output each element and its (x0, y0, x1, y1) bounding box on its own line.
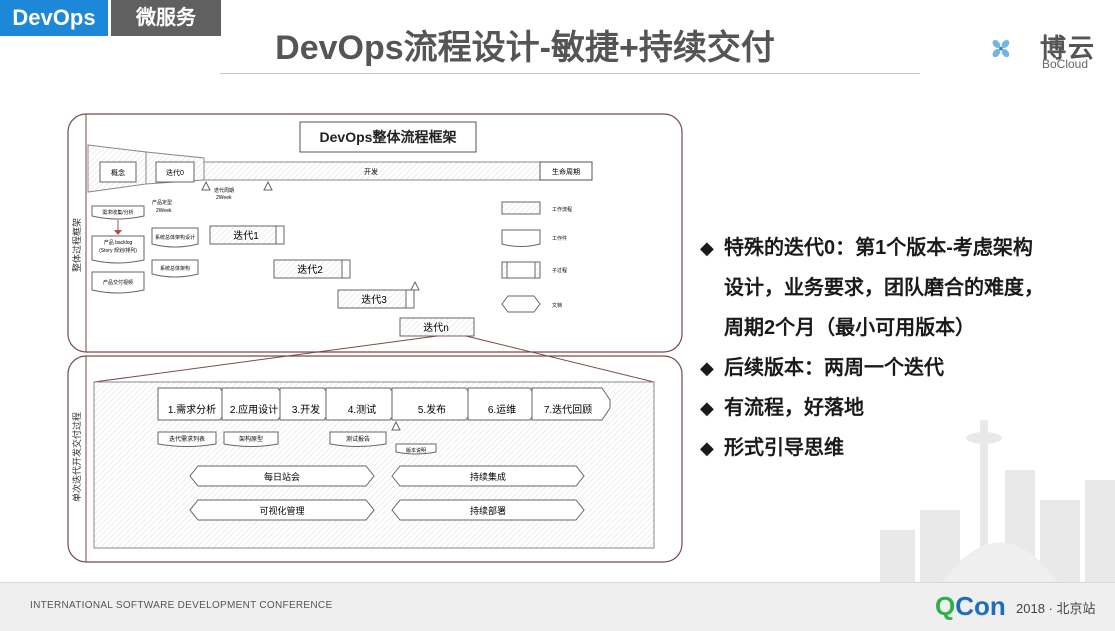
bullet-item: 特殊的迭代0：第1个版本-考虑架构 (700, 228, 1100, 268)
legend-document: 文档 (552, 302, 562, 309)
logo-text-en: BoCloud (1042, 57, 1089, 71)
phase-retrospective: 7.迭代回顾 (544, 404, 592, 416)
practice-daily-standup: 每日站会 (264, 471, 300, 482)
bullet-item: 形式引导思维 (700, 428, 1100, 468)
phase-operations: 6.运维 (488, 403, 516, 416)
funnel-concept: 概念 (111, 168, 125, 177)
bullet-item: 有流程，好落地 (700, 388, 1100, 428)
conference-name: INTERNATIONAL SOFTWARE DEVELOPMENT CONFE… (30, 600, 333, 611)
iteration-3: 迭代3 (361, 294, 387, 306)
doc-test-report: 测试报告 (346, 435, 370, 443)
phase-test: 4.测试 (348, 403, 376, 416)
doc-iteration-req: 迭代需求列表 (169, 435, 205, 443)
footer-band (0, 583, 1115, 631)
practice-cd: 持续部署 (470, 505, 506, 516)
note-shape-time: 2Week (156, 208, 172, 214)
bullet-item: 后续版本：两周一个迭代 (700, 348, 1100, 388)
task-story: (Story 规划/排列) (99, 247, 137, 254)
iteration-1: 迭代1 (233, 230, 259, 242)
practice-visual-mgmt: 可视化管理 (259, 505, 304, 516)
side-label-bottom: 单次迭代开发交付过程 (71, 412, 82, 502)
iteration-n: 迭代n (423, 322, 449, 334)
qcon-logo-q: Q (935, 591, 956, 621)
funnel-lifecycle: 生命周期 (552, 167, 580, 176)
footer-divider (0, 582, 1115, 583)
funnel-dev: 开发 (364, 167, 378, 176)
doc-release-notes: 版本说明 (406, 447, 426, 454)
bocloud-logo-icon (992, 39, 1010, 58)
iteration-2: 迭代2 (297, 264, 323, 276)
qcon-logo-con: Con (955, 591, 1006, 621)
diagram-title: DevOps整体流程框架 (320, 129, 457, 145)
task-backlog: 产品 backlog (104, 239, 133, 246)
phase-requirements: 1.需求分析 (168, 403, 216, 416)
task-arch-design: 系统总体架构设计 (155, 234, 195, 241)
doc-arch-prototype: 架构原型 (239, 435, 263, 443)
conference-year: 2018 · 北京站 (1016, 601, 1096, 616)
logo-text-cn: 博云 (1040, 33, 1097, 63)
devops-tag: DevOps (0, 0, 108, 36)
task-arch: 系统总体架构 (160, 265, 190, 272)
task-video: 产品交付视频 (103, 279, 133, 286)
note-shape: 产品定型 (152, 199, 172, 206)
phase-design: 2.应用设计 (230, 403, 278, 416)
devops-flow-diagram: DevOps整体流程框架 整体过程框架 概念 迭代0 开发 生命周期 迭代周期 … (67, 113, 683, 563)
bullet-list: 特殊的迭代0：第1个版本-考虑架构 设计，业务要求，团队磨合的难度， 周期2个月… (700, 228, 1100, 468)
slide-title: DevOps流程设计-敏捷+持续交付 (275, 29, 775, 67)
microservice-tag: 微服务 (111, 0, 221, 36)
bullet-continuation: 设计，业务要求，团队磨合的难度， (724, 277, 1044, 299)
bullet-continuation: 周期2个月（最小可用版本） (724, 317, 976, 339)
legend-workflow: 工作流程 (552, 206, 572, 213)
phase-develop: 3.开发 (292, 403, 320, 416)
task-requirements: 需求收集/分析 (102, 209, 133, 216)
funnel-iter0: 迭代0 (166, 168, 184, 177)
title-divider (220, 73, 920, 74)
phase-release: 5.发布 (418, 403, 446, 416)
side-label-top: 整体过程框架 (71, 218, 82, 272)
skyline-decoration (880, 420, 1115, 585)
note-cycle: 迭代周期 (214, 187, 234, 194)
qcon-logo: QCon (935, 591, 1006, 622)
practice-ci: 持续集成 (470, 471, 506, 482)
legend-subprocess: 子过程 (552, 267, 567, 274)
legend-workitem: 工作件 (552, 235, 567, 242)
note-cycle-time: 2Week (216, 195, 232, 201)
